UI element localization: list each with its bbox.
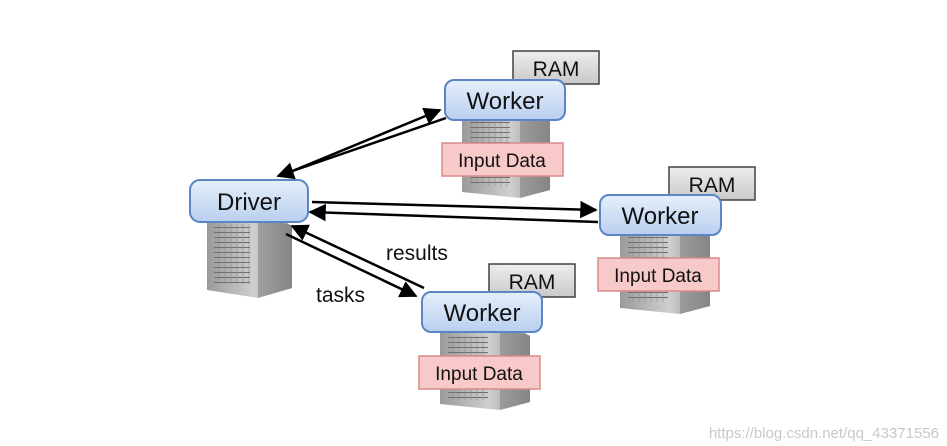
- driver-server-icon: [207, 212, 292, 298]
- worker-3-input-data: Input Data: [418, 355, 541, 390]
- worker-1-ram-label: RAM: [533, 58, 580, 81]
- results-label: results: [386, 242, 448, 265]
- worker-3-input-label: Input Data: [435, 364, 523, 385]
- edges: [276, 107, 599, 298]
- worker-2-input-label: Input Data: [614, 266, 702, 287]
- worker-1-node: Worker: [444, 79, 566, 121]
- arrow-worker-3-to-driver: [290, 224, 425, 290]
- worker-2-node: Worker: [599, 194, 722, 236]
- worker-2-label: Worker: [622, 203, 699, 230]
- driver-label: Driver: [217, 189, 281, 216]
- worker-1-input-data: Input Data: [441, 142, 564, 177]
- worker-3-ram-label: RAM: [509, 271, 556, 294]
- arrow-worker-2-to-driver: [308, 203, 599, 224]
- worker-3-label: Worker: [444, 300, 521, 327]
- tasks-label: tasks: [316, 284, 365, 307]
- driver-node: Driver: [189, 179, 309, 223]
- worker-1-input-label: Input Data: [458, 151, 546, 172]
- worker-2-input-data: Input Data: [597, 257, 720, 292]
- arrow-worker-1-to-driver: [276, 116, 447, 180]
- worker-2-ram-label: RAM: [689, 174, 736, 197]
- worker-3-node: Worker: [421, 291, 543, 333]
- arrow-driver-to-worker-3: [285, 232, 418, 298]
- watermark-text: https://blog.csdn.net/qq_43371556: [708, 425, 939, 442]
- arrow-driver-to-worker-2: [311, 200, 598, 219]
- arrow-driver-to-worker-1: [289, 107, 442, 174]
- worker-1-label: Worker: [467, 88, 544, 115]
